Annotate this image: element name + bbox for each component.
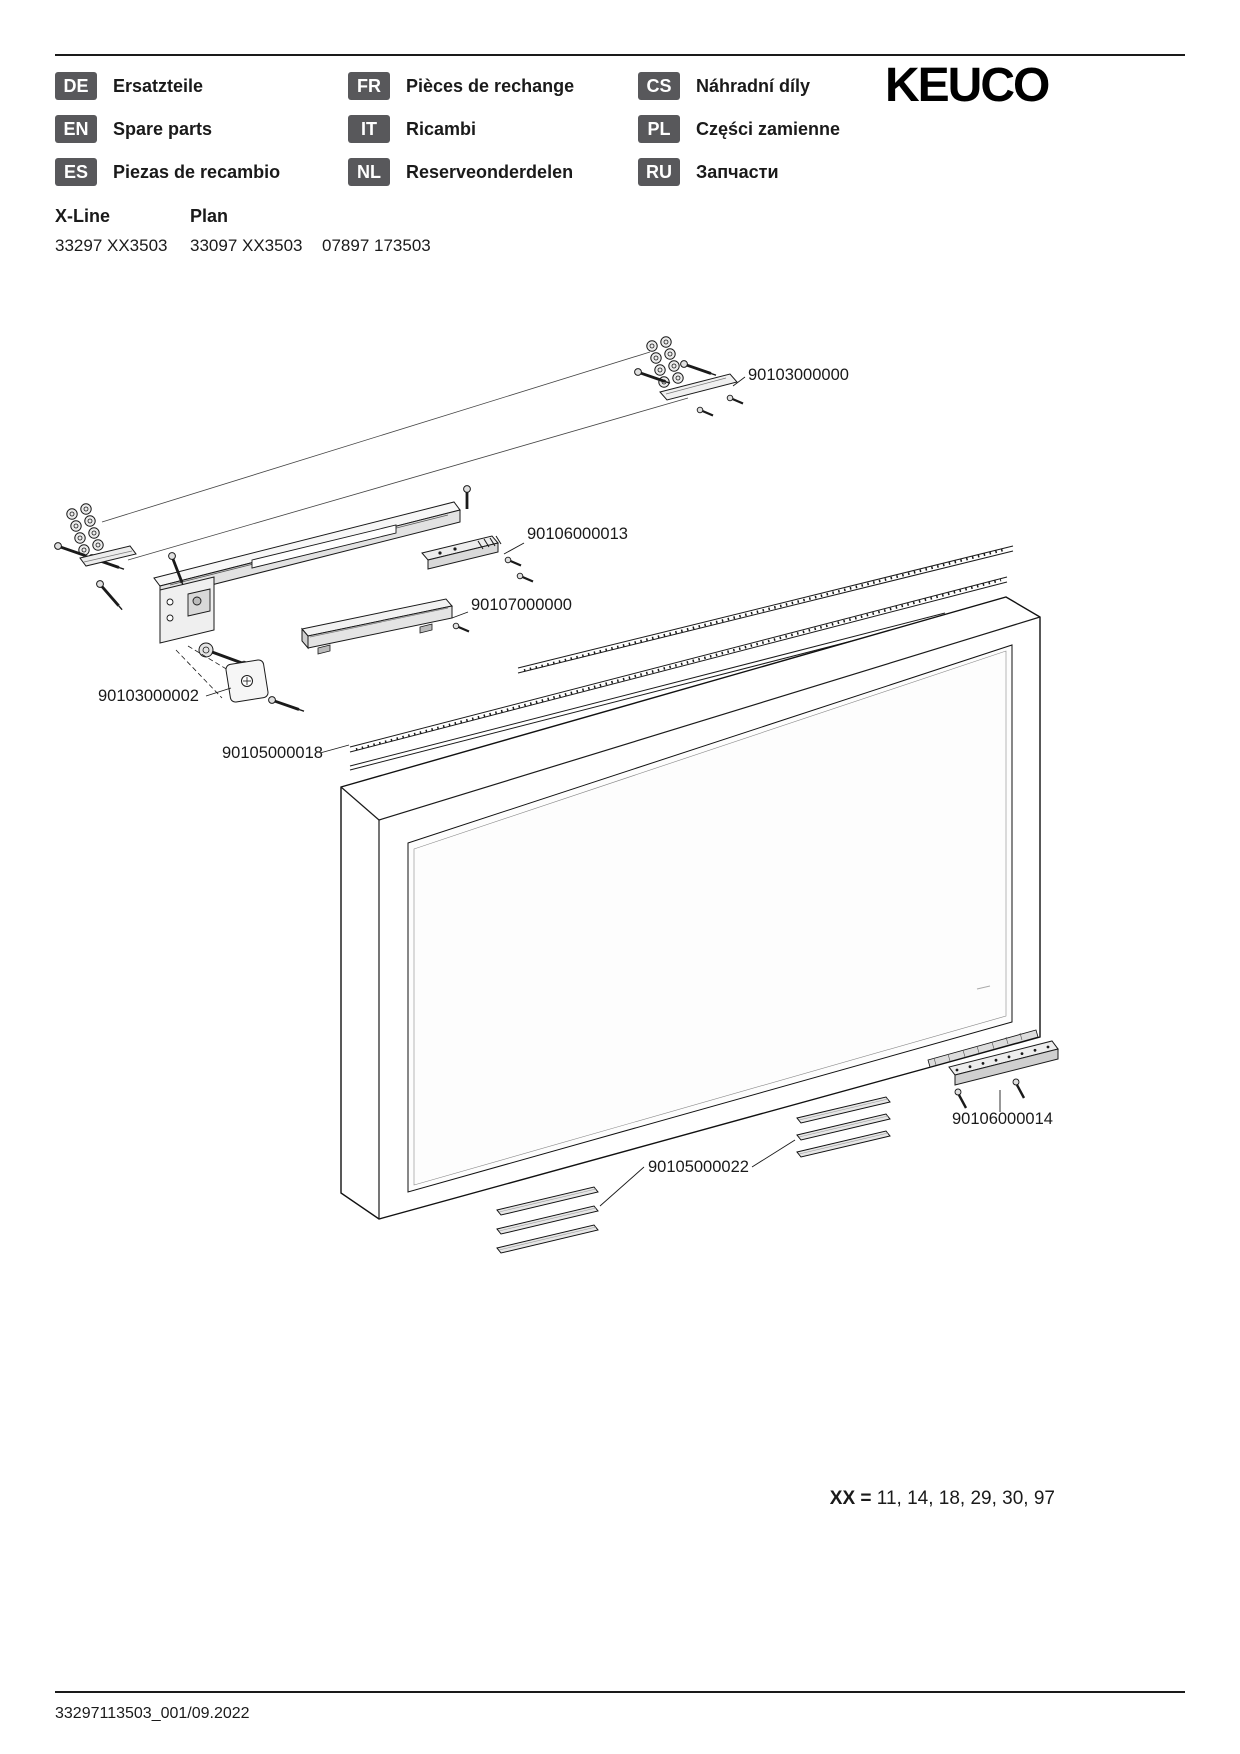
language-row-fr: FR Pièces de rechange bbox=[348, 72, 574, 100]
language-column-2: FR Pièces de rechange IT Ricambi NL Rese… bbox=[348, 72, 574, 186]
product-number-3: 07897 173503 bbox=[322, 236, 431, 255]
lang-badge-nl: NL bbox=[348, 158, 390, 186]
cabinet-rail-housing: 90107000000 bbox=[301, 596, 572, 655]
lang-label-nl: Reserveonderdelen bbox=[406, 161, 574, 182]
language-column-3: CS Náhradní díly PL Części zamienne RU З… bbox=[638, 72, 840, 186]
part-number-label: 90107000000 bbox=[471, 596, 572, 614]
top-divider bbox=[55, 54, 1185, 56]
lang-label-fr: Pièces de rechange bbox=[406, 75, 575, 96]
wall-bracket-assembly: 90103000000 bbox=[633, 336, 849, 417]
part-number-label: 90106000014 bbox=[952, 1110, 1053, 1128]
led-strip-profiles: 90105000018 bbox=[222, 545, 1014, 771]
lang-badge-fr: FR bbox=[348, 72, 390, 100]
language-row-en: EN Spare parts bbox=[55, 115, 280, 143]
variant-codes: XX = 11, 14, 18, 29, 30, 97 bbox=[830, 1488, 1055, 1510]
mirror-cabinet-body bbox=[340, 596, 1041, 1220]
lang-badge-ru: RU bbox=[638, 158, 680, 186]
variant-codes-label: XX = bbox=[829, 1488, 872, 1509]
language-row-it: IT Ricambi bbox=[348, 115, 574, 143]
part-number-label: 90105000022 bbox=[648, 1158, 749, 1176]
part-number-label: 90105000018 bbox=[222, 744, 323, 762]
projection-lines bbox=[101, 351, 689, 561]
language-row-ru: RU Запчасти bbox=[638, 158, 840, 186]
bottom-light-module: 90106000014 bbox=[948, 1040, 1059, 1128]
product-number-1: 33297 XX3503 bbox=[55, 236, 168, 255]
language-row-de: DE Ersatzteile bbox=[55, 72, 280, 100]
language-row-pl: PL Części zamienne bbox=[638, 115, 840, 143]
lang-label-ru: Запчасти bbox=[696, 161, 779, 182]
keuco-logo: KEUCO bbox=[885, 59, 1050, 112]
language-row-nl: NL Reserveonderdelen bbox=[348, 158, 574, 186]
lang-badge-pl: PL bbox=[638, 115, 680, 143]
lang-label-it: Ricambi bbox=[406, 118, 477, 139]
part-number-label: 90103000002 bbox=[98, 687, 199, 705]
lang-badge-de: DE bbox=[55, 72, 97, 100]
product-model: Plan bbox=[190, 206, 229, 226]
lang-badge-cs: CS bbox=[638, 72, 680, 100]
lang-badge-en: EN bbox=[55, 115, 97, 143]
lang-badge-es: ES bbox=[55, 158, 97, 186]
lang-label-en: Spare parts bbox=[113, 118, 213, 139]
part-number-label: 90103000000 bbox=[748, 366, 849, 384]
lang-badge-it: IT bbox=[348, 115, 390, 143]
lang-label-es: Piezas de recambio bbox=[113, 161, 281, 182]
product-number-2: 33097 XX3503 bbox=[190, 236, 303, 255]
language-column-1: DE Ersatzteile EN Spare parts ES Piezas … bbox=[55, 72, 280, 186]
wall-rail-assembly bbox=[53, 485, 471, 668]
led-driver-board: 90106000013 bbox=[421, 525, 628, 583]
variant-codes-values: 11, 14, 18, 29, 30, 97 bbox=[871, 1488, 1055, 1509]
language-row-es: ES Piezas de recambio bbox=[55, 158, 280, 186]
lang-label-cs: Náhradní díly bbox=[696, 75, 811, 96]
wall-plate-assembly: 90103000002 bbox=[98, 645, 306, 713]
lang-label-de: Ersatzteile bbox=[113, 75, 204, 96]
bottom-divider bbox=[55, 1691, 1185, 1693]
part-number-label: 90106000013 bbox=[527, 525, 628, 543]
language-row-cs: CS Náhradní díly bbox=[638, 72, 840, 100]
product-series: X-Line bbox=[55, 206, 111, 226]
lang-label-pl: Części zamienne bbox=[696, 118, 841, 139]
bottom-cover-strips: 90105000022 bbox=[496, 1096, 891, 1254]
document-number: 33297113503_001/09.2022 bbox=[55, 1705, 250, 1722]
